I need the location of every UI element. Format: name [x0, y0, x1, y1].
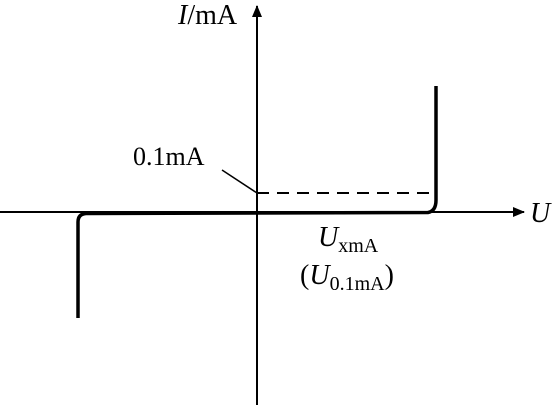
voltage-label-alt: (U0.1mA)	[300, 260, 394, 295]
y-axis-label: I/mA	[177, 0, 238, 31]
current-label-leader	[221, 169, 258, 194]
x-axis-label: U	[530, 198, 552, 229]
current-label: 0.1mA	[133, 142, 205, 171]
iv-curve	[76, 86, 438, 318]
voltage-label-main: UxmA	[318, 222, 379, 257]
